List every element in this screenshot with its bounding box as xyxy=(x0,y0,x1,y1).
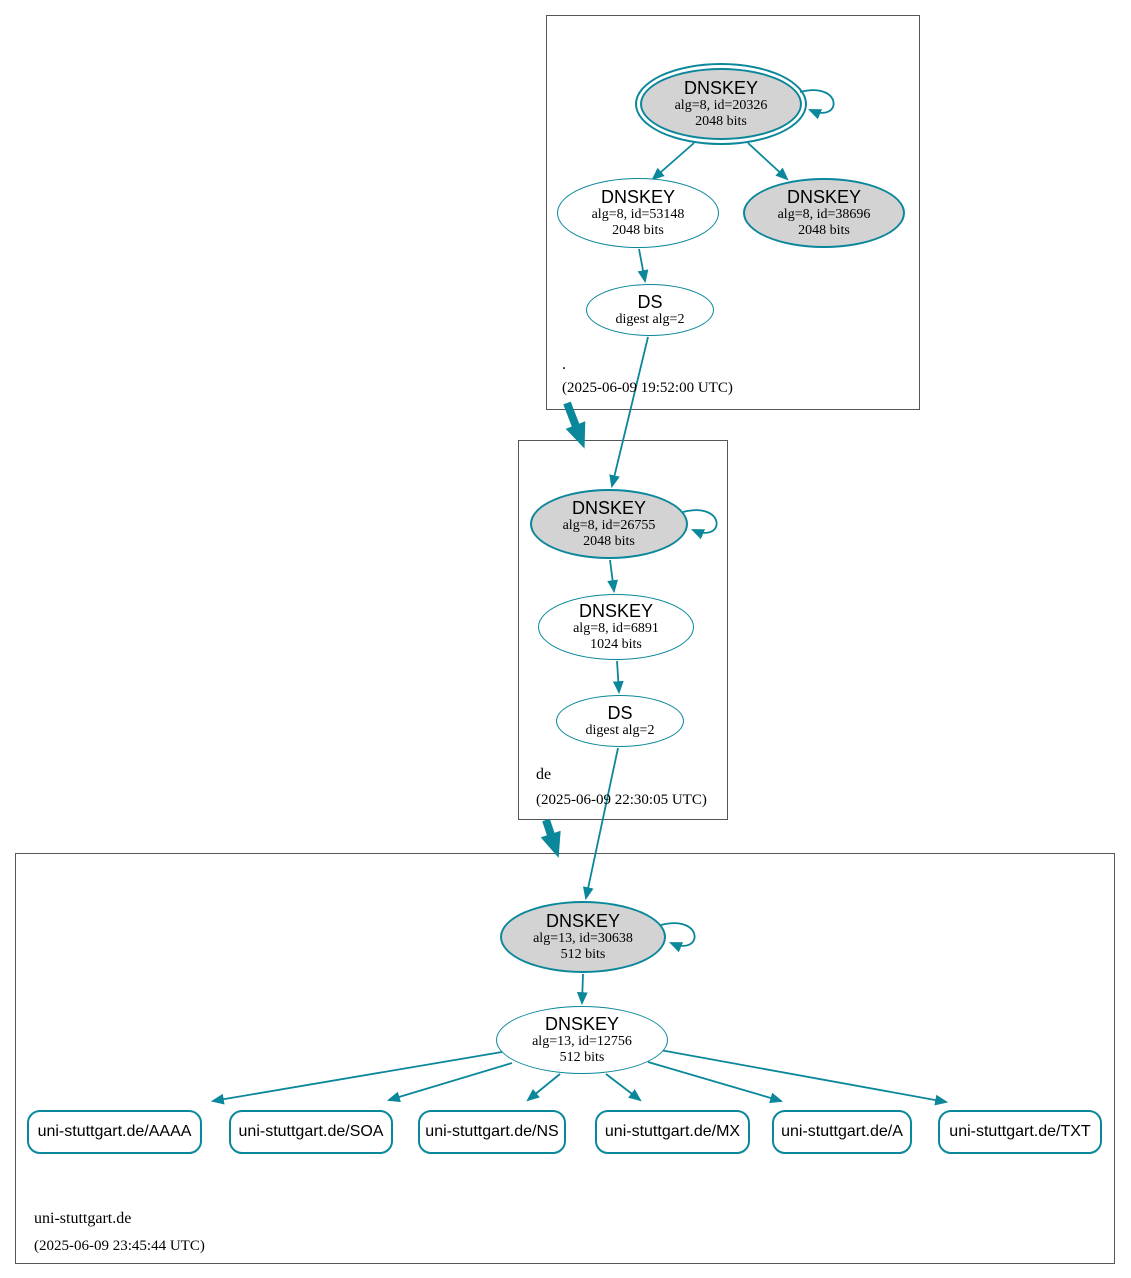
edge-zsk53148-to-root-ds xyxy=(637,248,649,284)
dnskey-node-uni-ksk-30638[interactable]: DNSKEY alg=13, id=30638 512 bits xyxy=(500,901,666,973)
node-bits-label: 2048 bits xyxy=(583,534,635,549)
node-type-label: DNSKEY xyxy=(545,911,620,931)
dnskey-node-de-6891[interactable]: DNSKEY alg=8, id=6891 1024 bits xyxy=(538,594,694,660)
rrset-node-txt[interactable]: uni-stuttgart.de/TXT xyxy=(938,1110,1102,1154)
rrset-node-mx[interactable]: uni-stuttgart.de/MX xyxy=(595,1110,750,1154)
zone-timestamp-root: (2025-06-09 19:52:00 UTC) xyxy=(562,380,733,396)
node-type-label: DS xyxy=(637,292,663,312)
trust-anchor-inner-ring xyxy=(640,68,802,140)
rrset-label: uni-stuttgart.de/TXT xyxy=(949,1123,1091,1140)
node-bits-label: 1024 bits xyxy=(590,637,642,652)
self-loop-de-ksk xyxy=(682,509,718,540)
edge-deksk-to-zsk6891 xyxy=(607,559,618,594)
rrset-label: uni-stuttgart.de/NS xyxy=(425,1123,559,1140)
edge-zsk-to-aaaa xyxy=(210,1051,503,1105)
dnskey-node-uni-12756[interactable]: DNSKEY alg=13, id=12756 512 bits xyxy=(496,1006,668,1074)
zone-box-root xyxy=(546,15,920,410)
dnskey-node-root-38696[interactable]: DNSKEY alg=8, id=38696 2048 bits xyxy=(743,178,905,248)
rrset-label: uni-stuttgart.de/A xyxy=(781,1123,903,1140)
dnskey-node-de-ksk-26755[interactable]: DNSKEY alg=8, id=26755 2048 bits xyxy=(530,489,688,559)
node-bits-label: 512 bits xyxy=(559,1050,605,1065)
zone-box-uni-stuttgart-de xyxy=(15,853,1115,1264)
node-bits-label: 2048 bits xyxy=(695,114,747,129)
zone-timestamp-uni-stuttgart-de: (2025-06-09 23:45:44 UTC) xyxy=(34,1238,205,1254)
node-type-label: DNSKEY xyxy=(578,601,653,621)
zone-timestamp-de: (2025-06-09 22:30:05 UTC) xyxy=(536,792,707,808)
edge-uniksk-to-zsk12756 xyxy=(576,973,588,1006)
node-alg-id-label: alg=13, id=30638 xyxy=(533,931,633,946)
node-alg-id-label: alg=8, id=20326 xyxy=(674,98,768,113)
node-type-label: DNSKEY xyxy=(683,78,758,98)
rrset-node-aaaa[interactable]: uni-stuttgart.de/AAAA xyxy=(27,1110,202,1154)
node-type-label: DNSKEY xyxy=(544,1014,619,1034)
node-type-label: DNSKEY xyxy=(571,498,646,518)
ds-node-root[interactable]: DS digest alg=2 xyxy=(586,284,714,336)
node-alg-id-label: alg=8, id=26755 xyxy=(562,518,656,533)
edge-rootksk-to-zsk53148 xyxy=(651,142,695,181)
node-digest-label: digest alg=2 xyxy=(585,723,655,738)
rrset-label: uni-stuttgart.de/AAAA xyxy=(37,1123,192,1140)
rrset-label: uni-stuttgart.de/SOA xyxy=(238,1123,384,1140)
node-bits-label: 512 bits xyxy=(560,947,606,962)
edge-zsk-to-a xyxy=(647,1061,784,1104)
rrset-node-ns[interactable]: uni-stuttgart.de/NS xyxy=(418,1110,566,1154)
node-alg-id-label: alg=8, id=53148 xyxy=(591,207,685,222)
rrset-node-soa[interactable]: uni-stuttgart.de/SOA xyxy=(229,1110,393,1154)
edge-de-ds-to-uni-ksk xyxy=(582,747,619,901)
dnskey-node-root-53148[interactable]: DNSKEY alg=8, id=53148 2048 bits xyxy=(557,178,719,248)
node-alg-id-label: alg=8, id=38696 xyxy=(777,207,871,222)
rrset-node-a[interactable]: uni-stuttgart.de/A xyxy=(772,1110,912,1154)
rrset-label: uni-stuttgart.de/MX xyxy=(604,1123,741,1140)
self-loop-root-ksk xyxy=(799,89,835,120)
node-alg-id-label: alg=8, id=6891 xyxy=(573,621,659,636)
zone-label-uni-stuttgart-de: uni-stuttgart.de xyxy=(34,1210,132,1227)
node-bits-label: 2048 bits xyxy=(798,223,850,238)
zone-label-de: de xyxy=(536,766,552,783)
edge-zsk-to-mx xyxy=(605,1073,642,1102)
edge-root-ds-to-de-ksk xyxy=(609,336,649,489)
edge-zsk6891-to-de-ds xyxy=(612,660,624,695)
self-loop-uni-ksk xyxy=(660,922,696,953)
edge-zsk-to-ns xyxy=(526,1073,561,1102)
node-type-label: DS xyxy=(607,703,633,723)
ds-node-de[interactable]: DS digest alg=2 xyxy=(556,695,684,747)
zone-label-root: . xyxy=(562,356,566,373)
dnskey-node-root-ksk-20326[interactable]: DNSKEY alg=8, id=20326 2048 bits xyxy=(635,63,807,145)
node-digest-label: digest alg=2 xyxy=(615,312,685,327)
edge-rootksk-to-key38696 xyxy=(747,142,789,181)
delegation-arrow-de-to-uni xyxy=(540,818,561,858)
edge-zsk-to-txt xyxy=(659,1049,949,1106)
node-type-label: DNSKEY xyxy=(786,187,861,207)
node-alg-id-label: alg=13, id=12756 xyxy=(532,1034,632,1049)
delegation-arrow-root-to-de xyxy=(563,401,586,449)
node-type-label: DNSKEY xyxy=(600,187,675,207)
node-bits-label: 2048 bits xyxy=(612,223,664,238)
edge-zsk-to-soa xyxy=(386,1062,513,1103)
